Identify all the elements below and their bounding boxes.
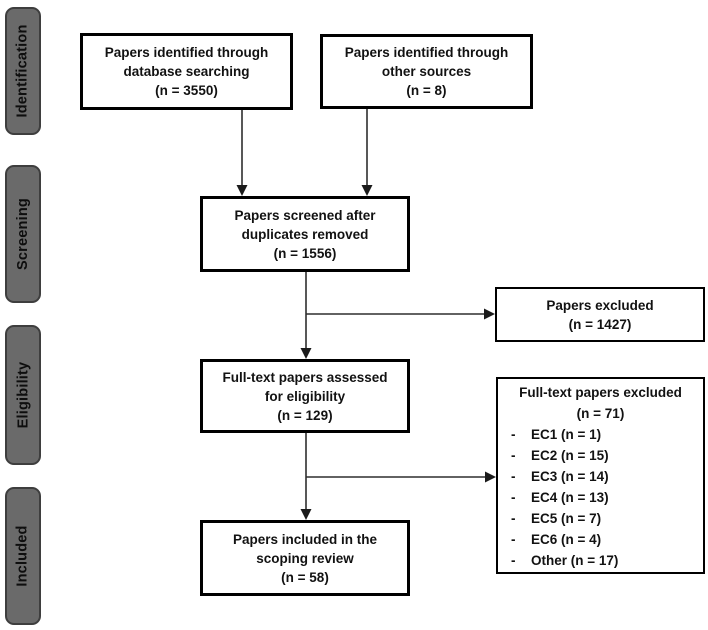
exclusion-reason-label: EC4 (n = 13) xyxy=(531,490,609,505)
box-count: (n = 71) xyxy=(576,406,625,421)
bullet-dash: - xyxy=(511,448,516,463)
box-text-line: database searching xyxy=(123,64,250,79)
bullet-dash: - xyxy=(511,490,516,505)
box-count: (n = 3550) xyxy=(155,83,218,98)
exclusion-reason-list: - EC1 (n = 1) - EC2 (n = 15) - EC3 (n = … xyxy=(498,424,703,571)
box-screened-after-duplicates: Papers screened after duplicates removed… xyxy=(200,196,410,272)
box-text-line: Full-text papers assessed xyxy=(222,369,388,385)
box-included-scoping-review: Papers included in the scoping review (n… xyxy=(200,520,410,596)
box-text-line: Papers excluded xyxy=(546,297,654,313)
exclusion-reason-label: EC3 (n = 14) xyxy=(531,469,609,484)
exclusion-reason-item: - EC2 (n = 15) xyxy=(498,445,703,466)
exclusion-reason-item: - EC6 (n = 4) xyxy=(498,529,703,550)
box-papers-excluded: Papers excluded (n = 1427) xyxy=(495,287,705,342)
stage-tab-eligibility: Eligibility xyxy=(5,325,41,465)
stage-label-identification: Identification xyxy=(15,24,31,118)
stage-label-included: Included xyxy=(15,525,31,587)
bullet-dash: - xyxy=(511,469,516,484)
bullet-dash: - xyxy=(511,553,516,568)
exclusion-reason-label: EC1 (n = 1) xyxy=(531,427,602,442)
bullet-dash: - xyxy=(511,532,516,547)
bullet-dash: - xyxy=(511,511,516,526)
stage-label-eligibility: Eligibility xyxy=(15,361,31,429)
box-text-line: Papers included in the xyxy=(232,531,378,547)
exclusion-reason-item: - Other (n = 17) xyxy=(498,550,703,571)
box-text-line: other sources xyxy=(381,64,472,79)
box-fulltext-assessed: Full-text papers assessed for eligibilit… xyxy=(200,359,410,433)
box-text-line: Papers identified through xyxy=(344,45,509,60)
stage-label-screening: Screening xyxy=(15,198,32,270)
box-identified-database: Papers identified through database searc… xyxy=(80,33,293,110)
stage-tab-screening: Screening xyxy=(5,165,41,303)
exclusion-reason-item: - EC5 (n = 7) xyxy=(498,508,703,529)
exclusion-reason-item: - EC1 (n = 1) xyxy=(498,424,703,445)
box-count: (n = 1427) xyxy=(568,316,632,332)
box-title: Full-text papers excluded xyxy=(519,385,682,400)
box-count: (n = 129) xyxy=(277,407,333,423)
box-fulltext-excluded: Full-text papers excluded (n = 71) - EC1… xyxy=(496,377,705,574)
box-text-line: for eligibility xyxy=(264,388,346,404)
exclusion-reason-item: - EC3 (n = 14) xyxy=(498,466,703,487)
box-count: (n = 8) xyxy=(406,83,447,98)
box-count: (n = 1556) xyxy=(273,245,337,261)
box-identified-other-sources: Papers identified through other sources … xyxy=(320,34,533,109)
exclusion-reason-item: - EC4 (n = 13) xyxy=(498,487,703,508)
exclusion-reason-label: EC5 (n = 7) xyxy=(531,511,602,526)
exclusion-reason-label: EC6 (n = 4) xyxy=(531,532,602,547)
box-text-line: duplicates removed xyxy=(241,226,369,242)
box-count: (n = 58) xyxy=(281,569,329,585)
exclusion-reason-label: EC2 (n = 15) xyxy=(531,448,609,463)
box-text-line: Papers screened after xyxy=(234,207,376,223)
stage-tab-included: Included xyxy=(5,487,41,625)
stage-tab-identification: Identification xyxy=(5,7,41,135)
exclusion-reason-label: Other (n = 17) xyxy=(531,553,619,568)
bullet-dash: - xyxy=(511,427,516,442)
box-text-line: Papers identified through xyxy=(104,45,269,60)
box-text-line: scoping review xyxy=(256,550,354,566)
